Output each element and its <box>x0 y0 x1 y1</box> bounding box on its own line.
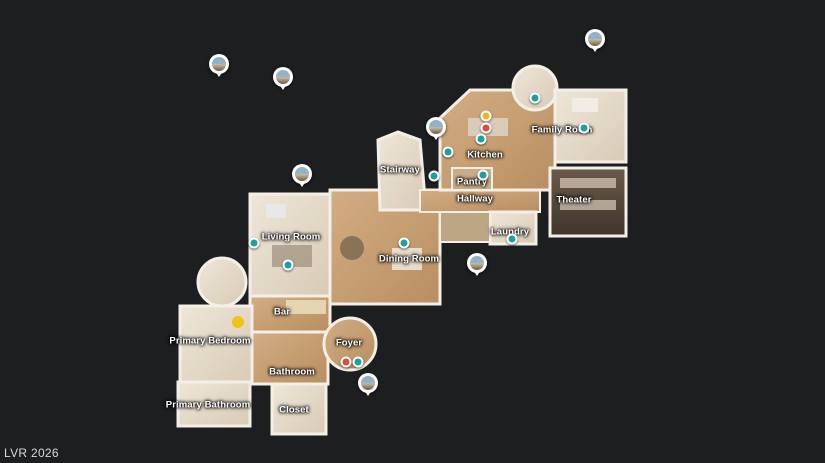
circle-dot-icon[interactable] <box>398 237 410 249</box>
photo-pin-icon[interactable] <box>585 29 605 52</box>
room-label-laundry[interactable]: Laundry <box>490 226 530 238</box>
room-label-stairway[interactable]: Stairway <box>380 164 420 176</box>
photo-pin-icon[interactable] <box>209 54 229 77</box>
closet-floor[interactable] <box>270 382 328 436</box>
circle-dot-icon[interactable] <box>578 122 590 134</box>
photo-pin-icon[interactable] <box>273 67 293 90</box>
room-label-primary-bedroom[interactable]: Primary Bedroom <box>169 335 251 347</box>
theater-seats-row <box>560 178 616 188</box>
room-label-dining-room[interactable]: Dining Room <box>378 253 440 265</box>
photo-pin-icon[interactable] <box>426 117 446 140</box>
circle-dot-icon[interactable] <box>475 133 487 145</box>
room-label-primary-bathroom[interactable]: Primary Bathroom <box>165 399 251 411</box>
room-label-pantry[interactable]: Pantry <box>456 176 488 188</box>
circle-dot-icon[interactable] <box>282 259 294 271</box>
dining-table <box>392 248 422 270</box>
circle-dot-icon[interactable] <box>506 233 518 245</box>
theater-seats-row <box>560 200 616 210</box>
room-label-bar[interactable]: Bar <box>273 306 291 318</box>
breakfast-nook-floor[interactable] <box>511 64 559 112</box>
room-label-hallway[interactable]: Hallway <box>456 193 494 205</box>
photo-pin-icon[interactable] <box>467 253 487 276</box>
circle-dot-icon[interactable] <box>248 237 260 249</box>
circle-dot-icon[interactable] <box>340 356 352 368</box>
room-label-family-room[interactable]: Family Room <box>531 124 593 136</box>
watermark: LVR 2026 <box>4 446 59 460</box>
circle-dot-icon[interactable] <box>529 92 541 104</box>
foyer-floor[interactable] <box>322 316 378 372</box>
room-label-foyer[interactable]: Foyer <box>335 337 363 349</box>
primary-bedroom-bay <box>196 256 248 308</box>
utility-area <box>439 211 491 243</box>
chandelier <box>340 236 364 260</box>
room-label-kitchen[interactable]: Kitchen <box>467 149 503 161</box>
primary-bathroom-floor[interactable] <box>176 380 252 428</box>
circle-dot-icon[interactable] <box>442 146 454 158</box>
bar-counter <box>286 300 326 314</box>
living-room-furniture <box>266 204 286 218</box>
photo-pin-icon[interactable] <box>358 373 378 396</box>
room-label-closet[interactable]: Closet <box>279 404 309 416</box>
room-label-bathroom[interactable]: Bathroom <box>269 366 315 378</box>
family-room-sofa <box>572 98 598 112</box>
room-label-theater[interactable]: Theater <box>556 194 592 206</box>
room-label-living-room[interactable]: Living Room <box>261 231 321 243</box>
circle-dot-icon[interactable] <box>428 170 440 182</box>
bedroom-accent <box>232 316 244 328</box>
circle-dot-icon[interactable] <box>352 356 364 368</box>
circle-dot-icon[interactable] <box>480 122 492 134</box>
circle-dot-icon[interactable] <box>477 169 489 181</box>
photo-pin-icon[interactable] <box>292 164 312 187</box>
living-room-rug <box>272 245 312 267</box>
stairway-floor[interactable] <box>376 130 428 212</box>
circle-dot-icon[interactable] <box>480 110 492 122</box>
